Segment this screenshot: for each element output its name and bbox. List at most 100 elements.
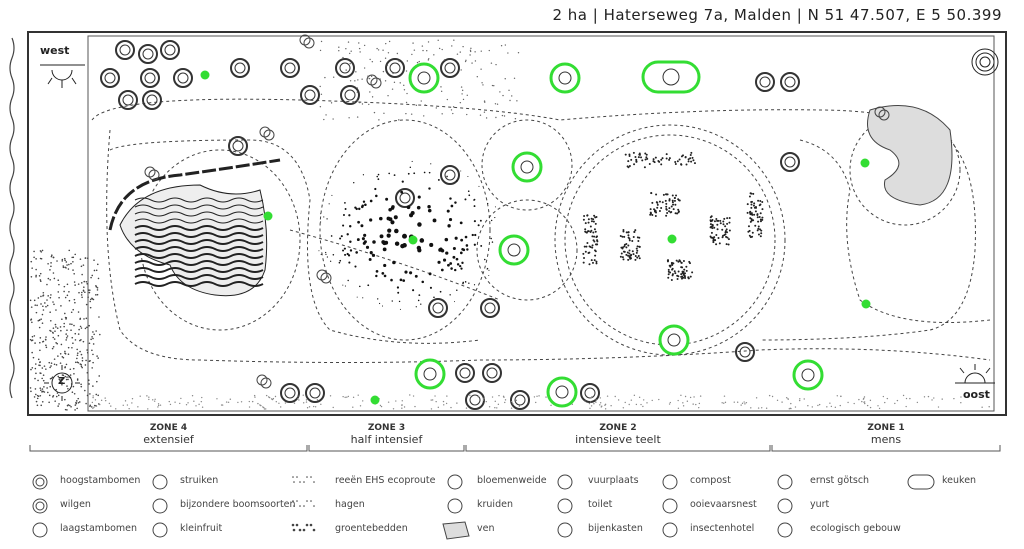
overlap-rings-icon [152,474,168,490]
eco-building-icon [777,522,793,538]
tree-icon [230,58,250,78]
legend-item: struiken [180,475,219,486]
sun-west-icon [40,64,85,88]
tree-icon [140,68,160,88]
shrub-icon [144,166,160,181]
marker-dot [860,158,870,168]
legend-item: compost [690,475,731,486]
insect-hotel-icon [658,324,690,356]
west-label: west [40,44,70,57]
legend-item: yurt [810,499,830,510]
tree-icon [142,90,162,110]
legend-item: hagen [335,499,365,510]
tree-icon [510,390,530,410]
ring-icon [152,498,168,514]
sparse-dots-icon [292,476,315,483]
toilet-icon [557,498,573,514]
tree-icon [428,298,448,318]
ernst-gotsch-icon [408,62,440,94]
legend-item: ecologisch gebouw [810,523,901,534]
shrub-icon [316,269,332,284]
bee-icon [557,522,573,538]
legend-item: hoogstambomen [60,475,141,486]
oost-label: oost [963,388,990,401]
shrub-icon [256,374,272,389]
tree-icon [395,188,415,208]
tree-icon [440,58,460,78]
tree-icon [173,68,193,88]
tree-icon [100,68,120,88]
spiral-icon [971,48,999,76]
shrub-icon [299,34,315,49]
legend-item: bloemenweide [477,475,547,486]
tree-icon [465,390,485,410]
legend-item: reeën EHS ecoproute [335,475,436,486]
marker-dot [200,70,210,80]
map-border [27,31,1007,416]
legend-item: bijzondere boomsoorten [180,499,296,510]
stork-icon [662,498,678,514]
legend-item: kleinfruit [180,523,223,534]
ernst-gotsch-icon [777,474,793,490]
double-ring-icon [32,474,48,490]
stork-icon [792,359,824,391]
ecological-building [867,105,953,206]
legend-item: bijenkasten [588,523,643,534]
tree-icon [440,165,460,185]
legend-item: vuurplaats [588,475,639,486]
starburst-icon [447,474,463,490]
compost-icon [662,474,678,490]
tree-icon [755,72,775,92]
fire-icon [557,474,573,490]
compass-south-icon [44,365,80,401]
dotted-ring-icon [32,498,48,514]
pond-icon [442,521,470,540]
legend-item: groentebedden [335,523,408,534]
insect-hotel-icon [662,522,678,538]
fire-icon [549,62,581,94]
tree-icon [385,58,405,78]
berries-icon [152,522,168,538]
marker-dot [861,299,871,309]
legend-item: ven [477,523,495,534]
tree-icon [118,90,138,110]
half-ring-icon [32,522,48,538]
legend-item: insectenhotel [690,523,755,534]
tree-icon [280,58,300,78]
pond [119,184,268,297]
shrub-icon [874,106,890,121]
legend-item: wilgen [60,499,91,510]
yurt-icon [777,498,793,514]
toilet-icon [414,358,446,390]
tree-icon [482,363,502,383]
dense-dots-icon [291,523,316,532]
tree-icon [228,136,248,156]
marker-dot [408,235,418,245]
legend-item: toilet [588,499,613,510]
tree-icon [340,85,360,105]
tree-icon [735,342,755,362]
legend-item: kruiden [477,499,513,510]
tree-icon [480,298,500,318]
compost-icon [546,376,578,408]
arrows-icon [447,498,463,514]
shrub-icon [259,126,275,141]
sun-oost-icon [955,364,995,384]
tree-icon [780,152,800,172]
marker-dot [667,234,677,244]
river [9,37,15,399]
tree-icon [115,40,135,60]
marker-dot [370,395,380,405]
legend-item: ooievaarsnest [690,499,757,510]
tree-icon [300,85,320,105]
yurt-icon [498,234,530,266]
site-info: 2 ha | Haterseweg 7a, Malden | N 51 47.5… [552,6,1002,24]
kitchen-icon [641,60,701,94]
tree-icon [335,58,355,78]
marker-dot [263,211,273,221]
south-label: Z [58,376,66,387]
